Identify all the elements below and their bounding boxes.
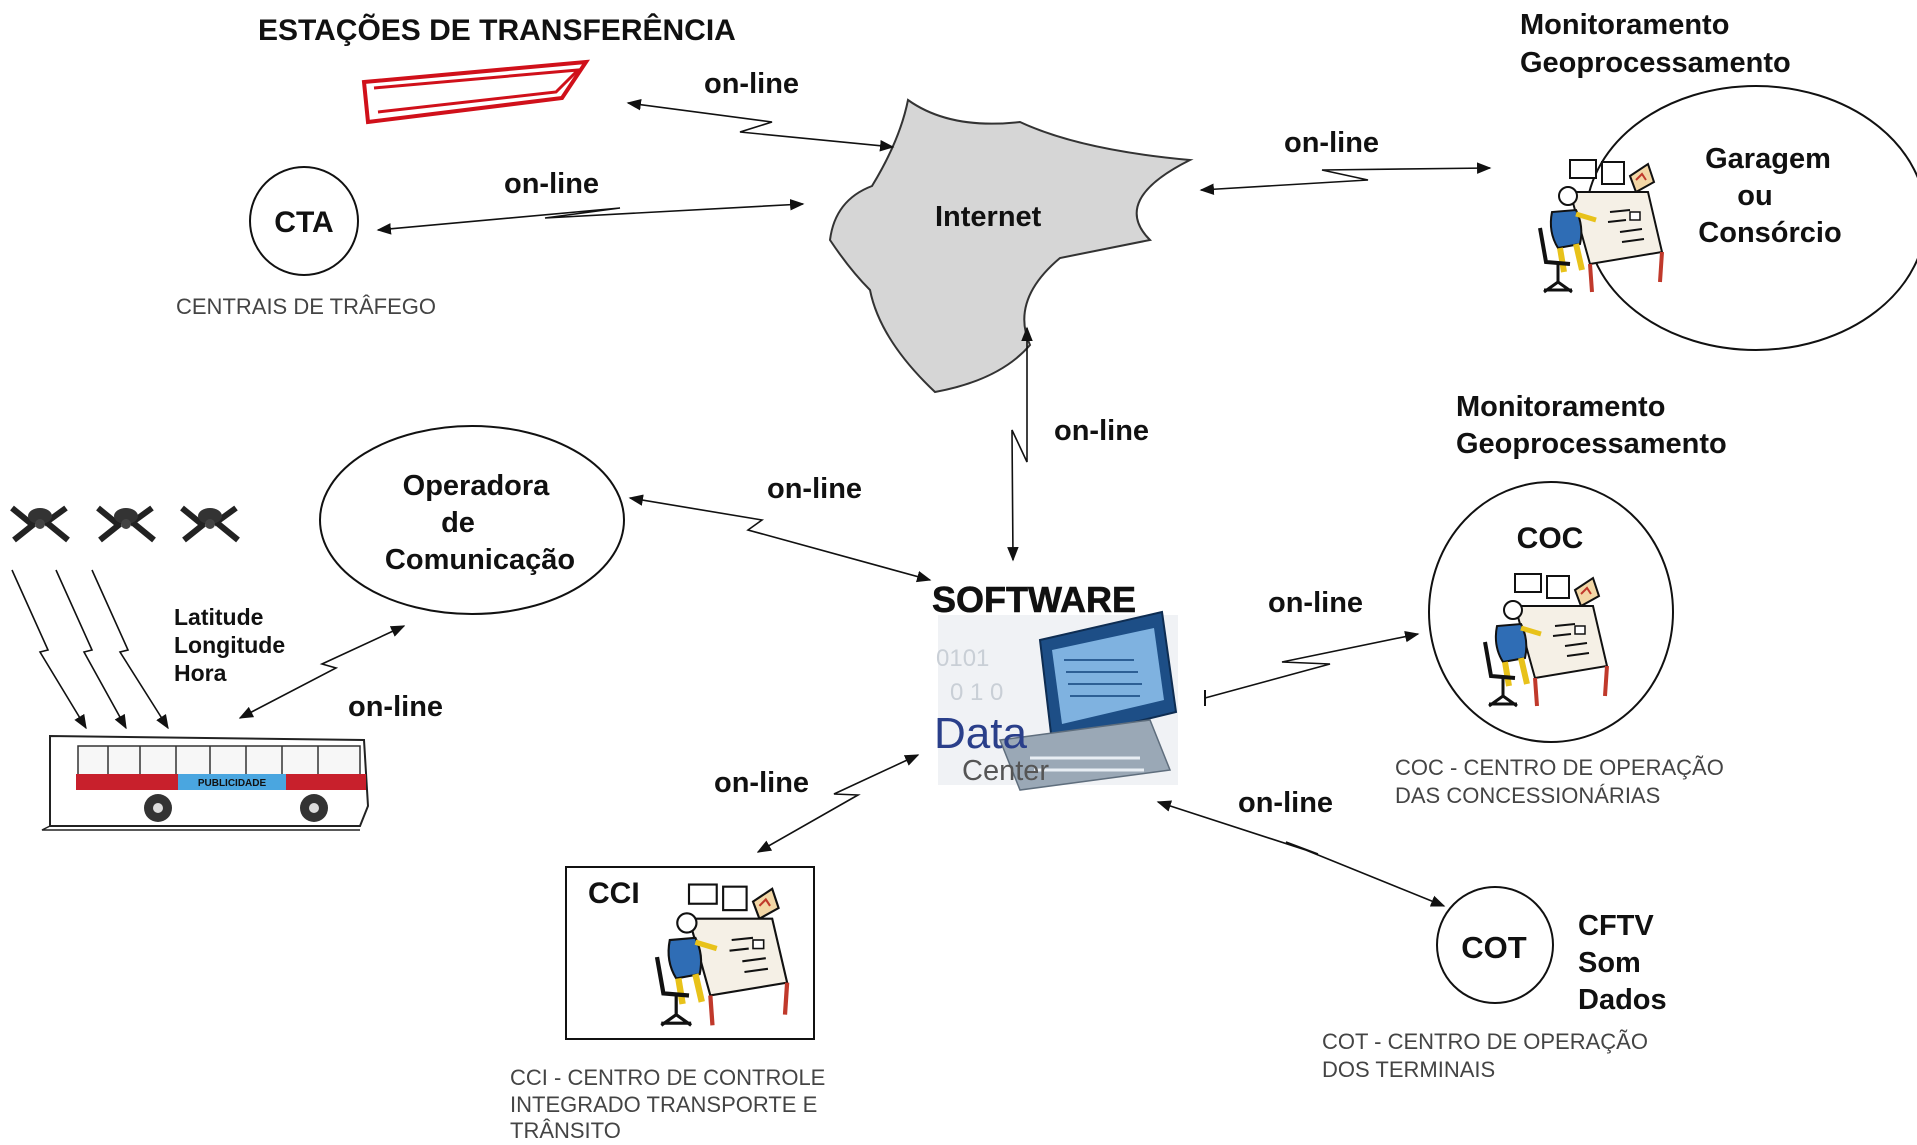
transfer-stations-title: ESTAÇÕES DE TRANSFERÊNCIA <box>258 13 736 47</box>
cci-caption-line1: CCI - CENTRO DE CONTROLE <box>510 1065 825 1090</box>
software-label: SOFTWARE <box>932 579 1136 620</box>
link-bus-operator <box>238 625 406 719</box>
cot-node <box>1436 886 1554 1004</box>
gps-line1: Latitude <box>174 604 263 630</box>
monitoring-top-line2: Geoprocessamento <box>1520 47 1791 79</box>
cftv-line1: CFTV <box>1578 910 1654 942</box>
satellite-icon <box>12 508 68 540</box>
operator-label-line3: Comunicação <box>385 544 575 576</box>
operator-label-line2: de <box>441 507 475 539</box>
coc-label: COC <box>1517 522 1584 555</box>
data-center-label-line1: Data <box>934 709 1027 758</box>
link-software-cci <box>756 754 920 853</box>
data-center-icon: 0101 0 1 0 <box>936 610 1178 791</box>
cftv-line3: Dados <box>1578 984 1667 1016</box>
svg-text:0101: 0101 <box>936 645 989 672</box>
gps-signal-lines <box>11 569 169 730</box>
cta-label: CTA <box>274 206 333 239</box>
link-label: on-line <box>1054 415 1149 447</box>
satellite-icon <box>182 508 238 540</box>
cftv-line2: Som <box>1578 947 1641 979</box>
transfer-station-icon <box>361 59 590 125</box>
link-label: on-line <box>767 473 862 505</box>
satellite-icon <box>98 508 154 540</box>
link-label: on-line <box>1238 787 1333 819</box>
operator-label-line1: Operadora <box>403 470 551 502</box>
link-software-coc <box>1204 630 1420 699</box>
connections <box>238 98 1492 907</box>
gps-line3: Hora <box>174 660 227 686</box>
cot-label: COT <box>1461 930 1527 965</box>
cci-caption-line2: INTEGRADO TRANSPORTE E <box>510 1092 817 1117</box>
coc-caption-line1: COC - CENTRO DE OPERAÇÃO <box>1395 755 1724 780</box>
svg-text:0 1 0: 0 1 0 <box>950 679 1003 706</box>
link-cta-internet <box>376 198 805 235</box>
link-label: on-line <box>704 68 799 100</box>
cta-caption: CENTRAIS DE TRÂFEGO <box>176 294 436 319</box>
bus-icon: PUBLICIDADE <box>41 734 370 831</box>
bus-ad-text: PUBLICIDADE <box>198 778 267 789</box>
monitoring-top-line1: Monitoramento <box>1520 9 1729 41</box>
internet-label: Internet <box>935 201 1042 233</box>
link-software-cot <box>1156 800 1446 907</box>
garage-label-line1: Garagem <box>1705 143 1831 175</box>
cci-label: CCI <box>588 877 640 910</box>
garage-label-line2: ou <box>1737 180 1772 212</box>
coc-caption-line2: DAS CONCESSIONÁRIAS <box>1395 783 1660 808</box>
data-center-label-line2: Center <box>962 755 1049 787</box>
link-operator-software <box>628 494 932 583</box>
link-internet-software <box>1007 326 1033 562</box>
link-label: on-line <box>504 168 599 200</box>
garage-label-line3: Consórcio <box>1698 217 1841 249</box>
cot-caption-line2: DOS TERMINAIS <box>1322 1057 1495 1082</box>
cot-caption-line1: COT - CENTRO DE OPERAÇÃO <box>1322 1029 1648 1054</box>
monitoring-mid-line2: Geoprocessamento <box>1456 428 1727 460</box>
operator-node <box>319 425 625 615</box>
link-transfer-internet <box>626 98 895 152</box>
link-label: on-line <box>1268 587 1363 619</box>
internet-cloud <box>828 98 1194 394</box>
link-label: on-line <box>1284 127 1379 159</box>
cci-caption-line3: TRÂNSITO <box>510 1118 621 1143</box>
link-label: on-line <box>348 691 443 723</box>
gps-line2: Longitude <box>174 632 285 658</box>
cta-node <box>249 166 359 276</box>
monitoring-mid-line1: Monitoramento <box>1456 391 1665 423</box>
link-label: on-line <box>714 767 809 799</box>
link-internet-garage <box>1199 162 1492 195</box>
